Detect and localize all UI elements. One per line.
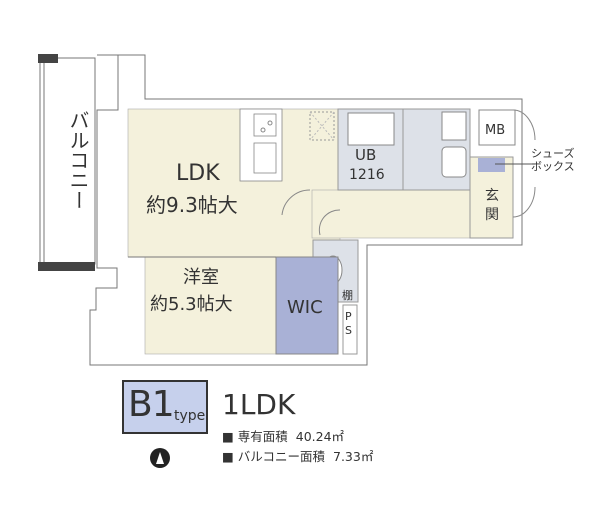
balcony	[39, 57, 96, 265]
wic-floor	[275, 256, 339, 355]
ldk-size-label: 約9.3帖大	[146, 193, 238, 217]
entrance-label-2: 関	[485, 207, 499, 223]
spec-value: 7.33㎡	[333, 449, 374, 464]
western-room-label: 洋室	[183, 267, 219, 288]
spec-value: 40.24㎡	[295, 429, 345, 444]
mb-label: MB	[485, 123, 505, 138]
sink	[253, 142, 277, 174]
north-arrow-icon	[150, 448, 170, 468]
type-code: B1	[128, 384, 175, 425]
balcony-rail-bottom	[38, 262, 95, 271]
door-swing	[512, 109, 536, 141]
entrance-label-1: 玄	[485, 187, 499, 204]
balcony-label: バルコニー	[66, 110, 90, 210]
western-size-label: 約5.3帖大	[150, 294, 233, 315]
ldk-floor	[127, 108, 341, 258]
wic-label: WIC	[287, 297, 323, 318]
stove	[253, 113, 277, 137]
balcony-rail-top	[38, 54, 58, 63]
hall-floor	[311, 189, 471, 239]
type-suffix: type	[174, 408, 206, 424]
ub-size-label: 1216	[349, 167, 385, 183]
spec-label: ■ バルコニー面積	[222, 449, 326, 464]
shoes-box	[478, 158, 505, 172]
ps-box	[342, 304, 358, 355]
ldk-label: LDK	[176, 161, 220, 186]
ps-label-2: S	[345, 324, 352, 337]
layout-label: 1LDK	[222, 388, 296, 421]
fridge-space	[309, 111, 335, 141]
mb-box	[478, 109, 516, 146]
shelf-label: 棚	[342, 288, 353, 302]
spec-balcony-area: ■ バルコニー面積 7.33㎡	[222, 446, 373, 465]
room-labels: バルコニー LDK 約9.3帖大 洋室 約5.3帖大 WIC UB 1216 M…	[66, 110, 575, 337]
spec-label: ■ 専有面積	[222, 429, 288, 444]
ub-label: UB	[355, 146, 376, 164]
spec-private-area: ■ 専有面積 40.24㎡	[222, 426, 344, 445]
kitchen-counter	[239, 108, 283, 182]
shoes-box-label-2: ボックス	[531, 160, 575, 173]
ps-label-1: P	[345, 310, 352, 323]
shoes-box-label-1: シューズ	[531, 146, 574, 160]
type-badge: B1 type	[122, 380, 208, 434]
